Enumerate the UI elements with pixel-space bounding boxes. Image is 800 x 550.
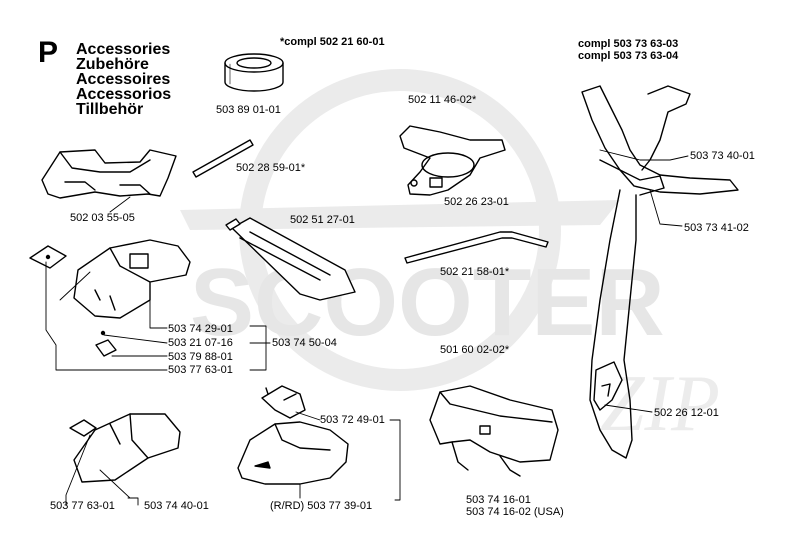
label-compl-502-21-60-01: *compl 502 21 60-01	[280, 36, 385, 48]
label-503-89-01-01: 503 89 01-01	[216, 104, 281, 116]
label-compl-503-73-63-04: compl 503 73 63-04	[578, 50, 679, 62]
title-es: Accessorios	[76, 86, 172, 103]
label-503-73-41-02: 503 73 41-02	[684, 222, 749, 234]
watermark-sub: ZIP	[600, 360, 720, 448]
title-de: Zubehöre	[76, 56, 149, 73]
label-501-60-02-02: 501 60 02-02*	[440, 344, 510, 356]
label-502-26-12-01: 502 26 12-01	[654, 407, 719, 419]
watermark-text: SCOOTER	[190, 249, 665, 356]
title-en: Accessories	[76, 41, 171, 58]
guard-503-77-39-01-drawing	[237, 421, 349, 485]
section-titles: Accessories Zubehöre Accessoires Accesso…	[76, 41, 172, 118]
label-502-51-27-01: 502 51 27-01	[290, 214, 355, 226]
bent-rod-drawing	[404, 231, 549, 264]
guard-503-74-50-04-drawing	[73, 239, 191, 319]
guard-503-74-40-01-drawing	[69, 413, 181, 483]
label-503-74-40-01: 503 74 40-01	[144, 500, 209, 512]
label-502-11-46-02: 502 11 46-02*	[408, 94, 477, 106]
section-letter: P	[38, 36, 59, 69]
harness-plate-drawing	[399, 125, 506, 196]
label-502-28-59-01: 502 28 59-01*	[236, 162, 306, 174]
label-503-72-49-01: 503 72 49-01	[320, 414, 385, 426]
full-harness-drawing	[581, 85, 739, 459]
label-503-77-63-01-b: 503 77 63-01	[50, 500, 115, 512]
label-503-74-16-01: 503 74 16-01	[466, 494, 531, 506]
label-503-73-40-01: 503 73 40-01	[690, 150, 755, 162]
leader-lines	[45, 149, 689, 506]
harness-pad-drawing	[429, 385, 559, 477]
label-503-74-50-04: 503 74 50-04	[272, 337, 337, 349]
title-fr: Accessoires	[76, 71, 171, 88]
clip-drawing	[95, 330, 117, 357]
label-503-74-16-02: 503 74 16-02 (USA)	[466, 506, 564, 518]
label-rrd-503-77-39-01: (R/RD) 503 77 39-01	[270, 500, 373, 512]
label-502-21-58-01: 502 21 58-01*	[440, 266, 510, 278]
bracket-drawing	[261, 385, 306, 419]
small-plate-drawing	[29, 245, 67, 269]
label-503-79-88-01: 503 79 88-01	[168, 351, 233, 363]
grease-tube-drawing	[225, 217, 356, 301]
label-502-26-23-01: 502 26 23-01	[444, 196, 509, 208]
spool-drawing	[224, 53, 284, 92]
title-sv: Tillbehör	[76, 101, 144, 118]
label-502-03-55-05: 502 03 55-05	[70, 212, 135, 224]
label-compl-503-73-63-03: compl 503 73 63-03	[578, 38, 679, 50]
guard-502-03-55-05-drawing	[41, 149, 177, 199]
label-503-77-63-01-a: 503 77 63-01	[168, 364, 233, 376]
label-503-21-07-16: 503 21 07-16	[168, 337, 233, 349]
label-503-74-29-01: 503 74 29-01	[168, 323, 233, 335]
